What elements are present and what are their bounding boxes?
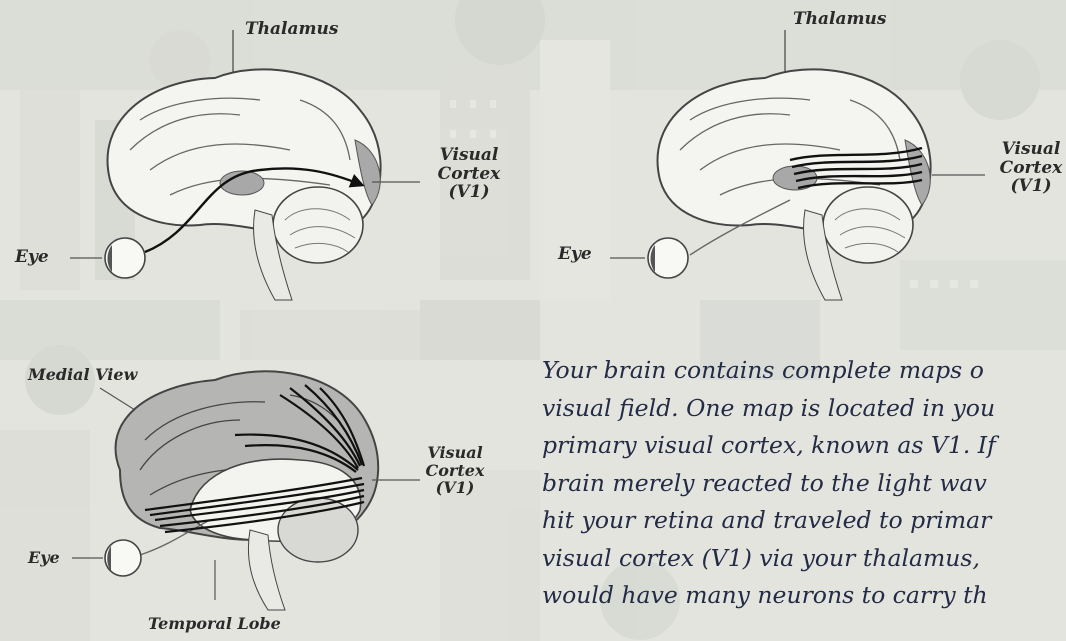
brain-panel-3 (72, 371, 420, 610)
paragraph-line: visual field. One map is located in you (542, 390, 1066, 428)
brain-panel-2 (610, 30, 985, 300)
eye-label-3: Eye (28, 549, 60, 567)
visual-cortex-line-3: (V1) (420, 479, 490, 497)
thalamus-label-2: Thalamus (793, 10, 886, 29)
eye-label-1: Eye (15, 248, 49, 267)
visual-cortex-line-2: Cortex (990, 159, 1066, 178)
visual-cortex-line-1: Visual (420, 444, 490, 462)
paragraph-line: visual cortex (V1) via your thalamus, (542, 540, 1066, 578)
visual-cortex-line-3: (V1) (990, 177, 1066, 196)
visual-cortex-label-2: Visual Cortex (V1) (990, 140, 1066, 196)
thalamus-label-1: Thalamus (245, 20, 338, 39)
visual-cortex-line-3: (V1) (428, 183, 510, 202)
paragraph-line: Your brain contains complete maps o (542, 352, 1066, 390)
temporal-lobe-label: Temporal Lobe (148, 615, 281, 633)
paragraph-line: would have many neurons to carry th (542, 577, 1066, 615)
visual-cortex-label-3: Visual Cortex (V1) (420, 444, 490, 497)
paragraph-line: brain merely reacted to the light wav (542, 465, 1066, 503)
visual-cortex-line-2: Cortex (428, 165, 510, 184)
brain-panel-1 (70, 30, 420, 300)
paragraph-line: hit your retina and traveled to primar (542, 502, 1066, 540)
visual-cortex-line-1: Visual (990, 140, 1066, 159)
medial-view-label: Medial View (28, 366, 137, 384)
eye-label-2: Eye (558, 245, 592, 264)
visual-cortex-line-2: Cortex (420, 462, 490, 480)
visual-cortex-line-1: Visual (428, 146, 510, 165)
paragraph-line: primary visual cortex, known as V1. If (542, 427, 1066, 465)
description-paragraph: Your brain contains complete maps o visu… (542, 352, 1066, 615)
visual-cortex-label-1: Visual Cortex (V1) (428, 146, 510, 202)
